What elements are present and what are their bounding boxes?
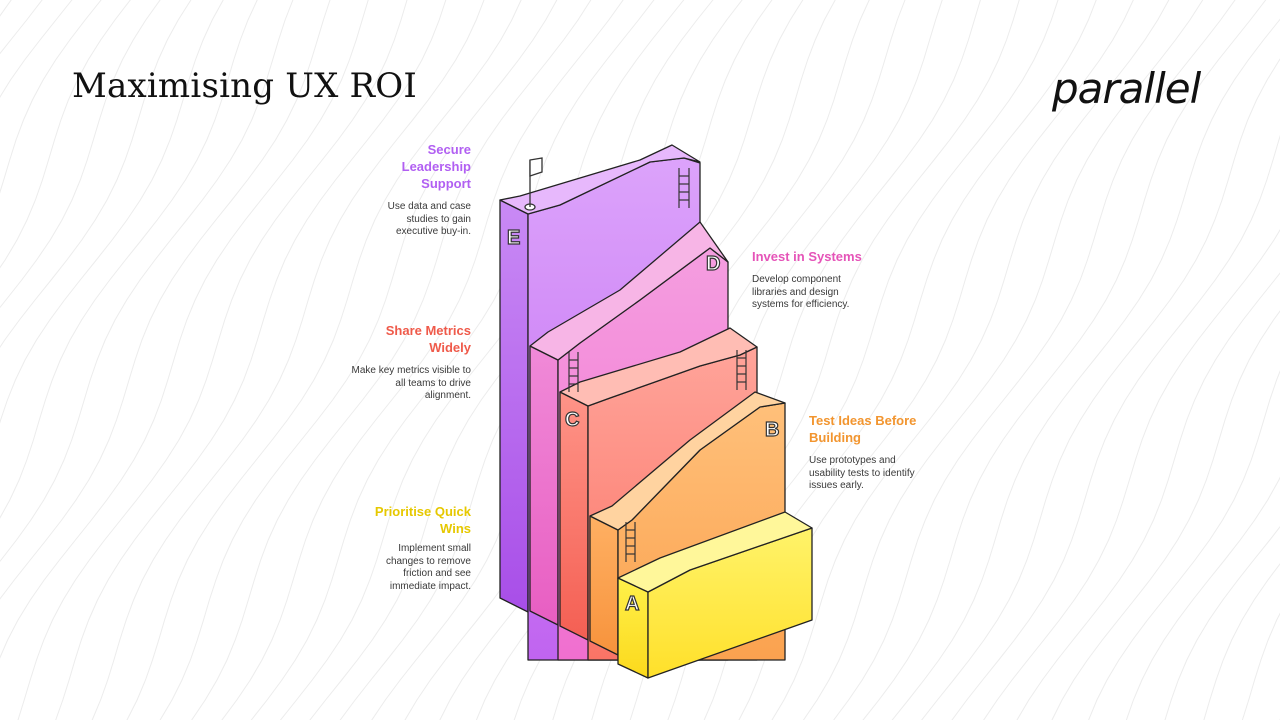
- ladder-c-left: [568, 352, 579, 392]
- step-d-description: Develop component libraries and design s…: [752, 274, 850, 310]
- step-e-letter: E: [507, 227, 520, 249]
- step-c-letter: C: [565, 409, 579, 431]
- step-d-title: Invest in Systems: [752, 249, 862, 264]
- step-e-title: Secure Leadership Support: [401, 142, 471, 191]
- step-e-description: Use data and case studies to gain execut…: [387, 201, 471, 237]
- flag-icon: [524, 157, 543, 211]
- step-c-description: Make key metrics visible to all teams to…: [351, 365, 471, 401]
- brand-logo: parallel: [1052, 64, 1201, 113]
- step-a-description: Implement small changes to remove fricti…: [385, 543, 471, 592]
- ladder-a: [625, 522, 636, 562]
- ladder-e: [678, 168, 690, 208]
- step-a-block: [617, 511, 813, 679]
- ladder-c-right: [736, 350, 747, 390]
- step-b-title: Test Ideas Before Building: [809, 413, 917, 445]
- step-a-title: Prioritise Quick Wins: [374, 504, 471, 536]
- step-b-letter: B: [765, 419, 779, 441]
- step-b-description: Use prototypes and usability tests to id…: [809, 455, 915, 491]
- step-d-letter: D: [706, 253, 720, 275]
- step-a-letter: A: [625, 593, 639, 615]
- step-c-title: Share Metrics Widely: [385, 323, 471, 355]
- page-title: Maximising UX ROI: [72, 66, 418, 106]
